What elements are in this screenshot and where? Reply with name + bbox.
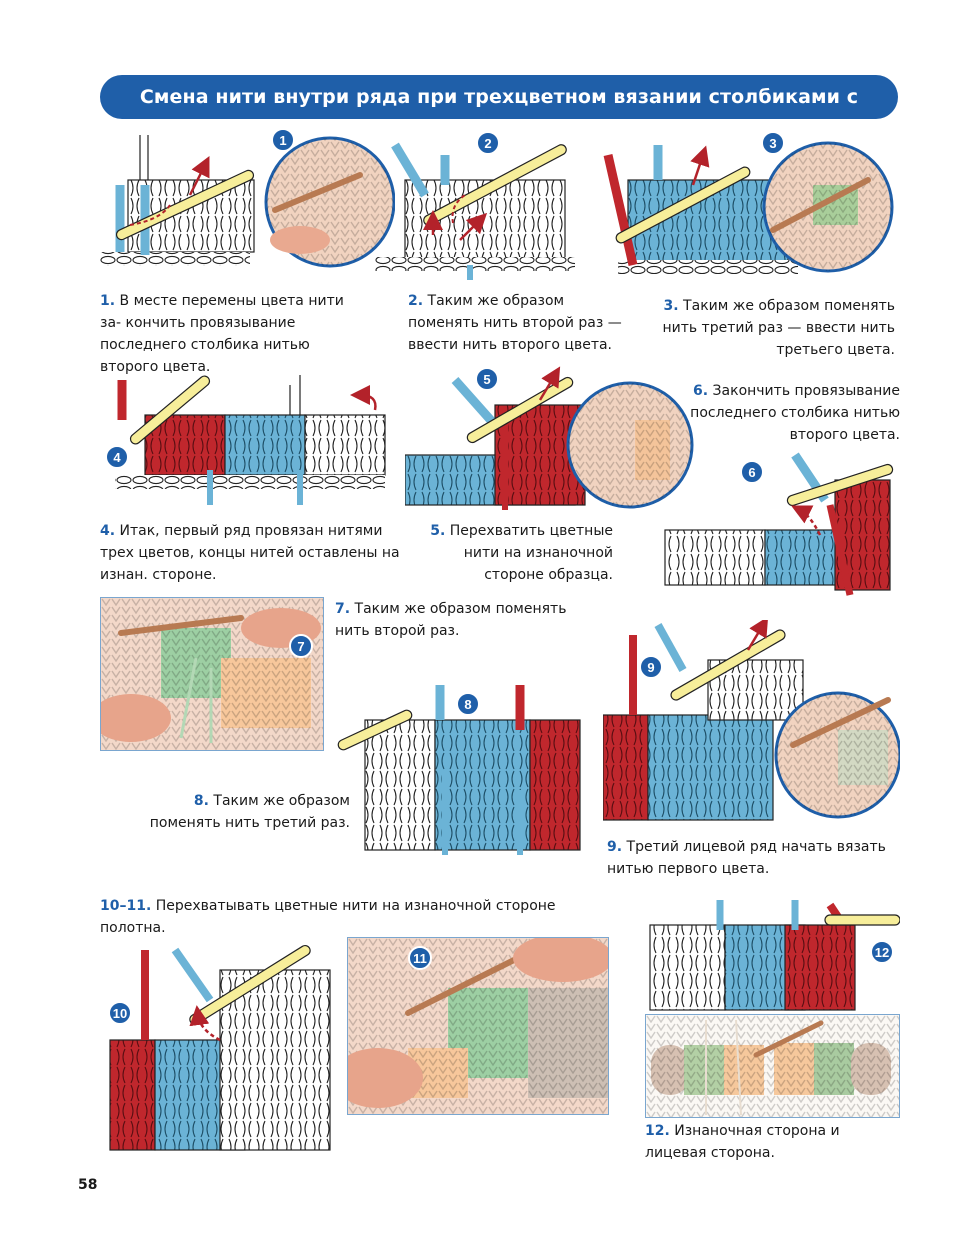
badge-4: 4: [113, 450, 121, 465]
caption-step-1: 1. В месте перемены цвета нити за- кончи…: [100, 293, 344, 375]
badge-3: 3: [769, 136, 776, 151]
caption-step-9: 9. Третий лицевой ряд начать вязать нить…: [607, 839, 886, 877]
caption-step-8: 8. Таким же образом поменять нить третий…: [149, 793, 350, 831]
photo-step-7: 7: [100, 597, 324, 751]
figure-step-6: 6: [660, 445, 898, 605]
page-number: 58: [78, 1177, 98, 1193]
figure-step-5: 5: [405, 365, 695, 515]
badge-10: 10: [113, 1006, 127, 1021]
caption-step-6: 6. Закончить провязывание последнего сто…: [690, 383, 900, 443]
badge-2: 2: [484, 136, 491, 151]
photo-step-12: [645, 1014, 900, 1118]
badge-11: 11: [413, 951, 427, 966]
caption-step-7: 7. Таким же образом поменять нить второй…: [335, 601, 567, 639]
figure-step-10: 10: [100, 940, 335, 1160]
caption-step-4: 4. Итак, первый ряд провязан нитями трех…: [100, 523, 400, 583]
caption-step-5: 5. Перехватить цветные нити на изнаночно…: [430, 523, 613, 583]
figure-step-2: 2: [375, 125, 575, 285]
badge-9: 9: [647, 660, 654, 675]
figure-step-8: 8: [335, 680, 585, 860]
badge-12: 12: [875, 945, 889, 960]
photo-step-11: 11: [347, 937, 609, 1115]
figure-step-9: 9: [603, 620, 900, 830]
figure-step-12: 12: [645, 900, 900, 1015]
caption-step-3: 3. Таким же образом поменять нить третий…: [662, 298, 895, 358]
badge-5: 5: [483, 372, 490, 387]
figure-step-1: 1: [100, 125, 395, 285]
caption-step-12: 12. Изнаночная сторона и лицевая сторона…: [645, 1123, 840, 1161]
badge-7: 7: [297, 639, 304, 654]
badge-6: 6: [748, 465, 755, 480]
caption-step-10-11: 10–11. Перехватывать цветные нити на изн…: [100, 898, 556, 936]
figure-step-3: 3: [598, 125, 898, 290]
figure-step-4: 4: [100, 365, 390, 515]
page-title: Смена нити внутри ряда при трехцветном в…: [100, 75, 898, 152]
badge-1: 1: [279, 133, 286, 148]
caption-step-2: 2. Таким же образом поменять нить второй…: [408, 293, 622, 353]
badge-8: 8: [464, 697, 471, 712]
